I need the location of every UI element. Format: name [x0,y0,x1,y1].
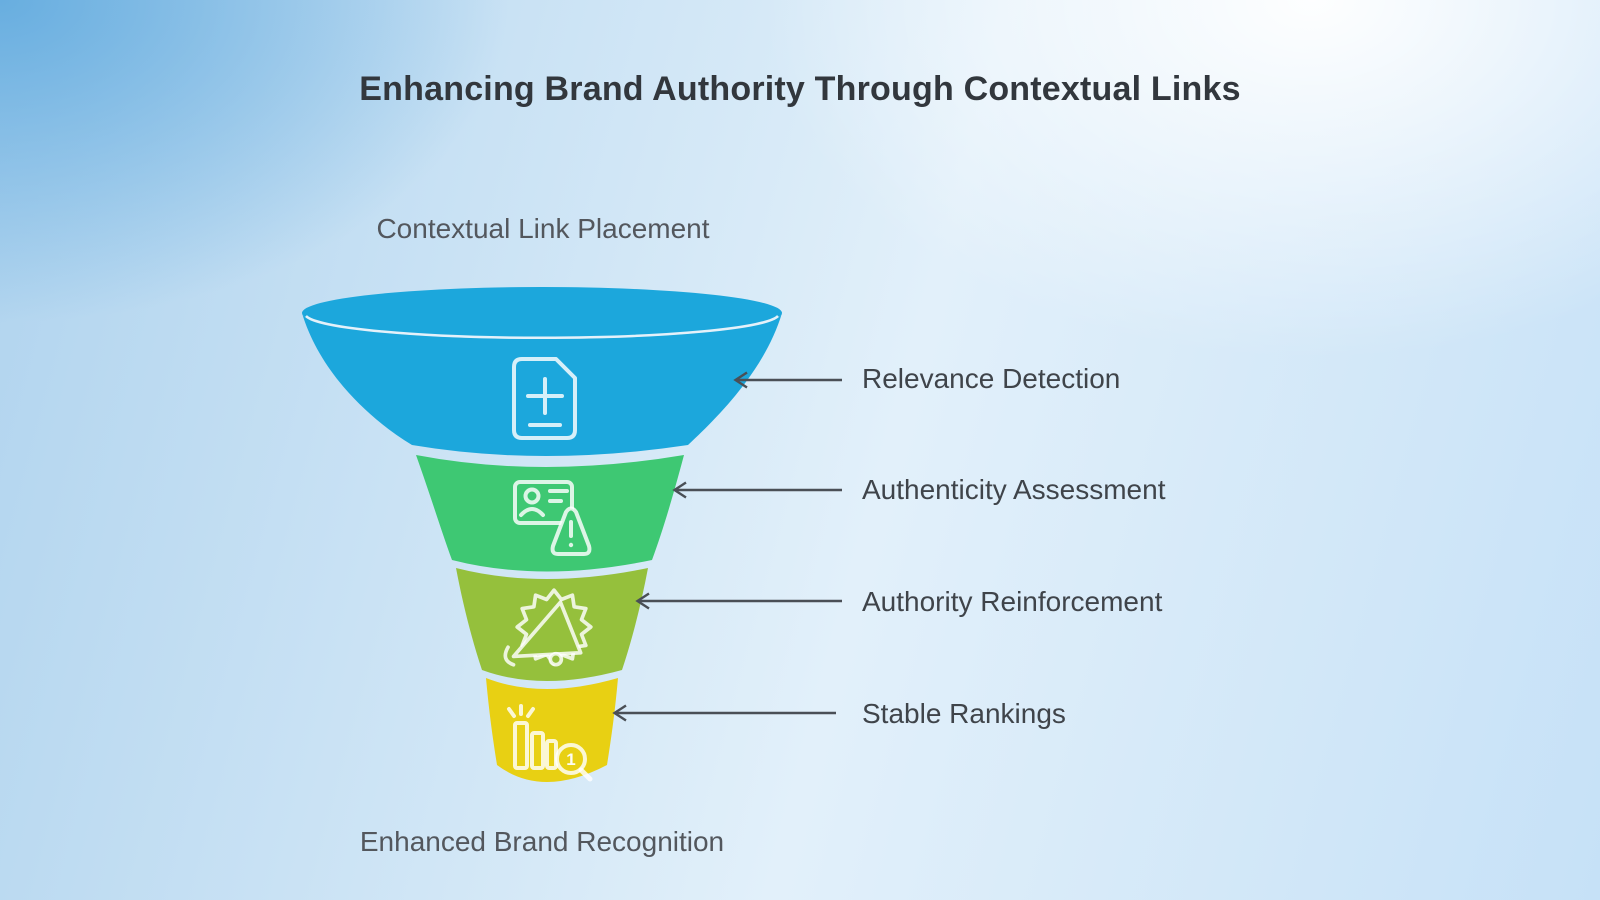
callout-arrow-authority [635,592,842,610]
funnel-bottom-label: Enhanced Brand Recognition [359,826,725,857]
funnel-graphic: 1 [302,287,782,782]
ranking-search-icon: 1 [507,704,593,782]
document-plus-minus-icon [512,357,577,440]
rank-one-badge: 1 [566,750,575,769]
funnel-segment-relevance [302,313,782,456]
funnel-rim [302,287,782,339]
funnel-segment-authenticity [416,455,684,572]
page-title: Enhancing Brand Authority Through Contex… [359,70,1241,108]
callout-arrow-relevance [733,371,842,389]
callout-label-rankings: Stable Rankings [862,698,1066,729]
callout-arrow-authenticity [672,481,842,499]
id-card-warning-icon [513,480,592,556]
callout-arrow-rankings [612,704,836,722]
funnel-rim-lip [305,315,779,340]
callout-label-authenticity: Authenticity Assessment [862,474,1166,505]
funnel-top-label: Contextual Link Placement [376,213,710,244]
callout-label-relevance: Relevance Detection [862,363,1121,394]
megaphone-badge-icon [503,588,593,667]
callout-label-authority: Authority Reinforcement [862,586,1163,617]
